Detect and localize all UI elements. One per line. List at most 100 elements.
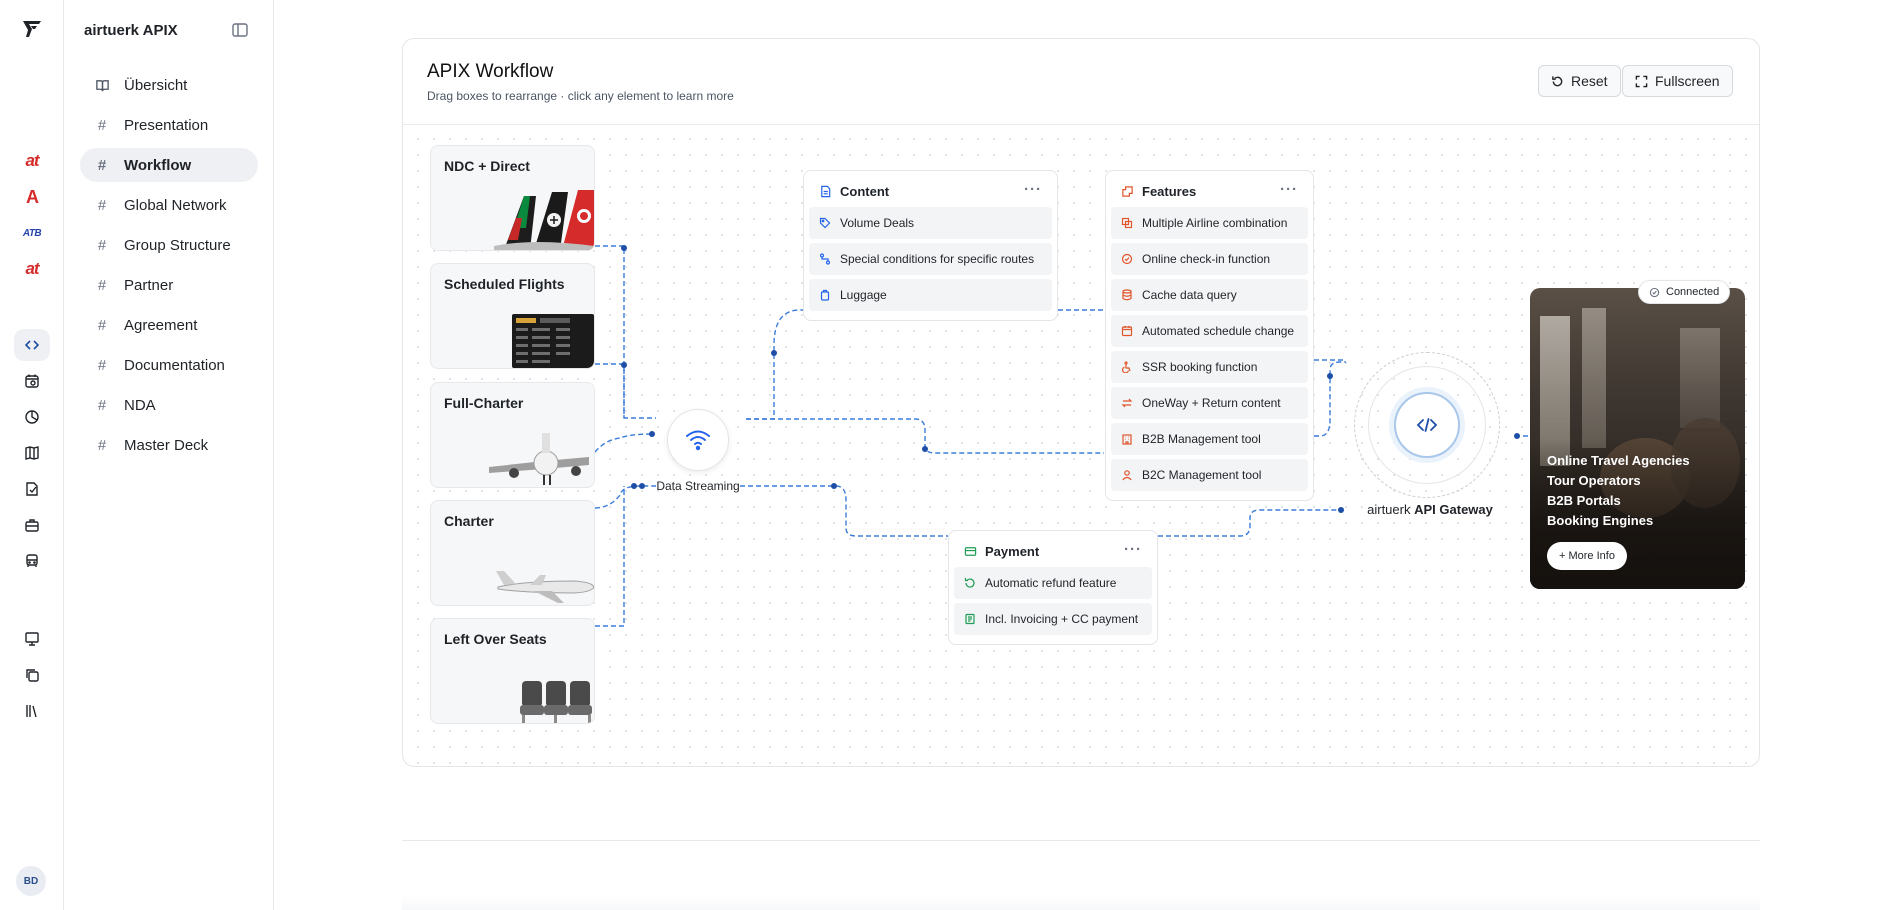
calendar-icon <box>1121 326 1133 337</box>
feature-item-cache-query[interactable]: Cache data query <box>1111 279 1308 311</box>
avatar[interactable]: BD <box>16 866 46 896</box>
departure-board-image <box>512 314 594 368</box>
reset-icon <box>1552 75 1563 86</box>
customer-type: Tour Operators <box>1547 473 1641 488</box>
customer-type: Booking Engines <box>1547 513 1654 528</box>
feature-item-label: B2C Management tool <box>1142 468 1262 482</box>
sidebar-item-partner[interactable]: # Partner <box>80 268 258 302</box>
source-left-over-seats[interactable]: Left Over Seats <box>430 618 595 724</box>
customers-card[interactable]: Online Travel Agencies Tour Operators B2… <box>1530 288 1745 589</box>
briefcase-icon[interactable] <box>20 514 44 536</box>
sidebar-item-group-structure[interactable]: # Group Structure <box>80 228 258 262</box>
connected-badge: Connected <box>1638 280 1731 304</box>
payment-box[interactable]: Payment ··· Automatic refund feature Inc… <box>948 530 1158 645</box>
feature-item-schedule-change[interactable]: Automated schedule change <box>1111 315 1308 347</box>
sidebar: airtuerk APIX Übersicht # Presentation #… <box>64 0 274 910</box>
feature-item-label: B2B Management tool <box>1142 432 1261 446</box>
feature-item-label: Cache data query <box>1142 288 1237 302</box>
content-item-label: Special conditions for specific routes <box>840 252 1035 266</box>
payment-item-label: Automatic refund feature <box>985 576 1117 590</box>
copy-icon[interactable] <box>20 664 44 686</box>
content-item-volume-deals[interactable]: Volume Deals <box>809 207 1052 239</box>
brand-at-icon[interactable]: at <box>25 151 39 170</box>
sidebar-item-documentation[interactable]: # Documentation <box>80 348 258 382</box>
database-icon <box>1122 289 1132 301</box>
ellipsis-icon[interactable]: ··· <box>1024 181 1042 198</box>
check-circle-icon <box>1649 287 1660 297</box>
source-scheduled-flights[interactable]: Scheduled Flights <box>430 263 595 369</box>
api-gateway-node[interactable] <box>1394 392 1460 458</box>
document-icon <box>821 185 831 197</box>
brand-atb-icon[interactable]: ATB <box>22 227 42 239</box>
sidebar-item-presentation[interactable]: # Presentation <box>80 108 258 142</box>
refund-icon <box>964 578 975 588</box>
sidebar-item-label: Workflow <box>124 156 192 174</box>
feature-item-multi-airline[interactable]: Multiple Airline combination <box>1111 207 1308 239</box>
customer-type: Online Travel Agencies <box>1547 453 1690 468</box>
accessibility-icon <box>1122 361 1131 373</box>
connected-label: Connected <box>1666 286 1720 298</box>
seats-image <box>520 681 592 723</box>
airline-tails-image <box>494 190 594 250</box>
content-title: Content <box>840 183 890 199</box>
source-full-charter[interactable]: Full-Charter <box>430 382 595 488</box>
sidebar-item-workflow[interactable]: # Workflow <box>80 148 258 182</box>
app-title: airtuerk APIX <box>84 22 178 39</box>
app-logo-icon[interactable] <box>20 18 44 40</box>
hash-icon: # <box>97 356 107 374</box>
feature-item-oneway-return[interactable]: OneWay + Return content <box>1111 387 1308 419</box>
brand-a-icon[interactable]: A <box>26 186 39 207</box>
code-icon[interactable] <box>20 334 44 356</box>
code-icon <box>1416 418 1438 432</box>
feature-item-ssr-booking[interactable]: SSR booking function <box>1111 351 1308 383</box>
hash-icon: # <box>97 236 107 254</box>
data-streaming-hub[interactable] <box>667 409 729 471</box>
hash-icon: # <box>97 196 107 214</box>
sidebar-item-global-network[interactable]: # Global Network <box>80 188 258 222</box>
bus-icon[interactable] <box>20 550 44 572</box>
sidebar-item-agreement[interactable]: # Agreement <box>80 308 258 342</box>
hash-icon: # <box>97 316 107 334</box>
sidebar-item-nda[interactable]: # NDA <box>80 388 258 422</box>
sidebar-item-uebersicht[interactable]: Übersicht <box>80 68 258 102</box>
content-item-luggage[interactable]: Luggage <box>809 279 1052 311</box>
fullscreen-label: Fullscreen <box>1655 73 1720 89</box>
feature-item-label: SSR booking function <box>1142 360 1258 374</box>
sidebar-toggle-icon[interactable] <box>230 20 250 40</box>
features-box[interactable]: Features ··· Multiple Airline combinatio… <box>1105 170 1314 501</box>
fullscreen-button[interactable]: Fullscreen <box>1622 65 1733 97</box>
reset-label: Reset <box>1571 73 1608 89</box>
content-item-label: Volume Deals <box>840 216 915 230</box>
content-box[interactable]: Content ··· Volume Deals Special conditi… <box>803 170 1058 321</box>
content-item-special-conditions[interactable]: Special conditions for specific routes <box>809 243 1052 275</box>
sidebar-item-label: Agreement <box>124 316 198 334</box>
content-header: Content ··· <box>809 179 1052 203</box>
feature-item-b2c-tool[interactable]: B2C Management tool <box>1111 459 1308 491</box>
library-icon[interactable] <box>20 700 44 722</box>
sidebar-item-label: NDA <box>124 396 156 414</box>
map-icon[interactable] <box>20 442 44 464</box>
calendar-icon[interactable] <box>20 370 44 392</box>
payment-item-invoicing[interactable]: Incl. Invoicing + CC payment <box>954 603 1152 635</box>
sidebar-item-label: Global Network <box>124 196 227 214</box>
document-icon[interactable] <box>20 478 44 500</box>
brand-at-2-icon[interactable]: at <box>25 259 39 278</box>
ellipsis-icon[interactable]: ··· <box>1124 541 1142 558</box>
wifi-icon <box>686 430 710 451</box>
sidebar-item-master-deck[interactable]: # Master Deck <box>80 428 258 462</box>
feature-item-b2b-tool[interactable]: B2B Management tool <box>1111 423 1308 455</box>
check-circle-icon <box>1121 253 1133 265</box>
ellipsis-icon[interactable]: ··· <box>1280 181 1298 198</box>
reset-button[interactable]: Reset <box>1538 65 1621 97</box>
source-ndc-direct[interactable]: NDC + Direct <box>430 145 595 251</box>
feature-item-online-checkin[interactable]: Online check-in function <box>1111 243 1308 275</box>
arrows-swap-icon <box>1121 398 1133 408</box>
luggage-icon <box>820 289 830 301</box>
feature-item-label: Multiple Airline combination <box>1142 216 1288 230</box>
more-info-button[interactable]: + More Info <box>1547 542 1627 570</box>
presentation-icon[interactable] <box>20 628 44 650</box>
payment-item-refund[interactable]: Automatic refund feature <box>954 567 1152 599</box>
airplane-side-image <box>496 571 594 603</box>
chart-icon[interactable] <box>20 406 44 428</box>
source-charter[interactable]: Charter <box>430 500 595 606</box>
